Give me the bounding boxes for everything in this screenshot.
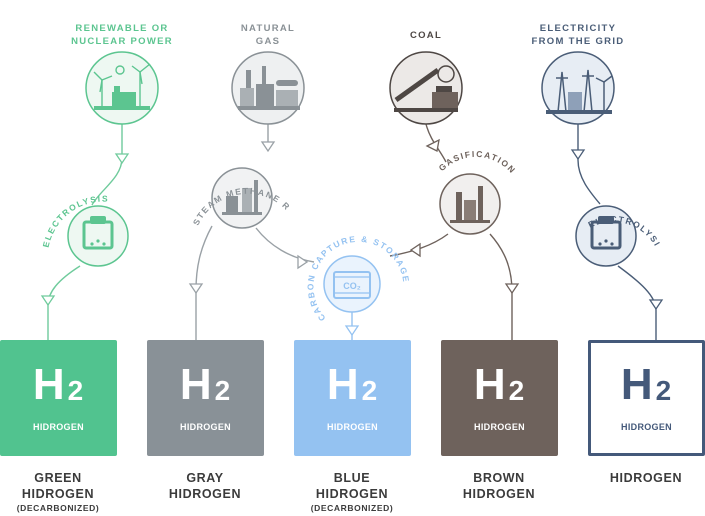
natural-gas-source-icon — [231, 51, 305, 125]
electrolysis-right-node — [575, 205, 637, 267]
arrow-grid-2 — [648, 299, 664, 311]
caption-title: GRAY HIDROGEN — [168, 471, 242, 501]
caption-green: GREEN HIDROGEN (DECARBONIZED) — [0, 470, 128, 513]
source-label-renewable: RENEWABLE OR NUCLEAR POWER — [71, 23, 173, 47]
tile-grid-hydrogen: H2 HIDROGEN — [588, 340, 705, 456]
arrow-brown-2 — [504, 283, 520, 295]
co2-label: CO₂ — [343, 281, 361, 291]
tile-name: HIDROGEN — [621, 422, 672, 432]
arrow-gray-1 — [260, 141, 276, 153]
h2-symbol: H2 — [620, 360, 673, 409]
caption-title: HIDROGEN — [609, 471, 683, 485]
h2-symbol: H2 — [326, 360, 379, 409]
caption-note: (DECARBONIZED) — [16, 503, 100, 513]
tile-name: HIDROGEN — [33, 422, 84, 432]
caption-gray: GRAY HIDROGEN — [135, 470, 275, 502]
connector-gray-lower — [195, 225, 213, 340]
caption-title: GREEN HIDROGEN — [21, 471, 95, 501]
arrow-gray-2 — [188, 283, 204, 295]
gasification-label: GASIFICATION — [437, 149, 519, 176]
caption-title: BLUE HIDROGEN — [315, 471, 389, 501]
caption-title: BROWN HIDROGEN — [462, 471, 536, 501]
h2-symbol: H2 — [32, 360, 85, 409]
caption-brown: BROWN HIDROGEN — [429, 470, 569, 502]
source-label-coal: COAL — [409, 30, 443, 41]
tile-gray-hydrogen: H2 HIDROGEN — [147, 340, 264, 456]
tile-name: HIDROGEN — [474, 422, 525, 432]
source-label-grid: ELECTRICITY FROM THE GRID — [531, 23, 625, 47]
arrow-green-2 — [40, 295, 56, 307]
connector-grid — [577, 124, 601, 205]
arrow-brown-1 — [425, 138, 440, 152]
renewable-source-icon — [85, 51, 159, 125]
tile-green-hydrogen: H2 HIDROGEN — [0, 340, 117, 456]
tile-name: HIDROGEN — [327, 422, 378, 432]
connector-brown-to-ccs — [389, 233, 449, 257]
grid-source-icon — [541, 51, 615, 125]
arrow-green-1 — [114, 153, 130, 165]
connector-green — [91, 122, 123, 206]
tile-name: HIDROGEN — [180, 422, 231, 432]
smr-node — [211, 167, 273, 229]
h2-symbol: H2 — [179, 360, 232, 409]
arrow-grid-1 — [570, 149, 586, 161]
arrow-brown-ccs — [409, 242, 421, 258]
source-label-natural-gas: NATURAL GAS — [240, 23, 296, 47]
h2-symbol: H2 — [473, 360, 526, 409]
connector-grid-lower — [617, 265, 657, 340]
arrow-blue — [344, 325, 360, 337]
electrolysis-left-node — [67, 205, 129, 267]
caption-grid: HIDROGEN — [576, 470, 705, 486]
caption-blue: BLUE HIDROGEN (DECARBONIZED) — [282, 470, 422, 513]
arrow-gray-ccs — [297, 254, 309, 270]
coal-source-icon — [389, 51, 463, 125]
caption-note: (DECARBONIZED) — [310, 503, 394, 513]
connector-green-lower — [47, 265, 81, 340]
arrowheads — [40, 138, 664, 337]
gasification-node — [439, 173, 501, 235]
tile-blue-hydrogen: H2 HIDROGEN — [294, 340, 411, 456]
tile-brown-hydrogen: H2 HIDROGEN — [441, 340, 558, 456]
connector-gray-to-ccs — [255, 227, 315, 263]
carbon-capture-node: CO₂ — [323, 255, 381, 313]
